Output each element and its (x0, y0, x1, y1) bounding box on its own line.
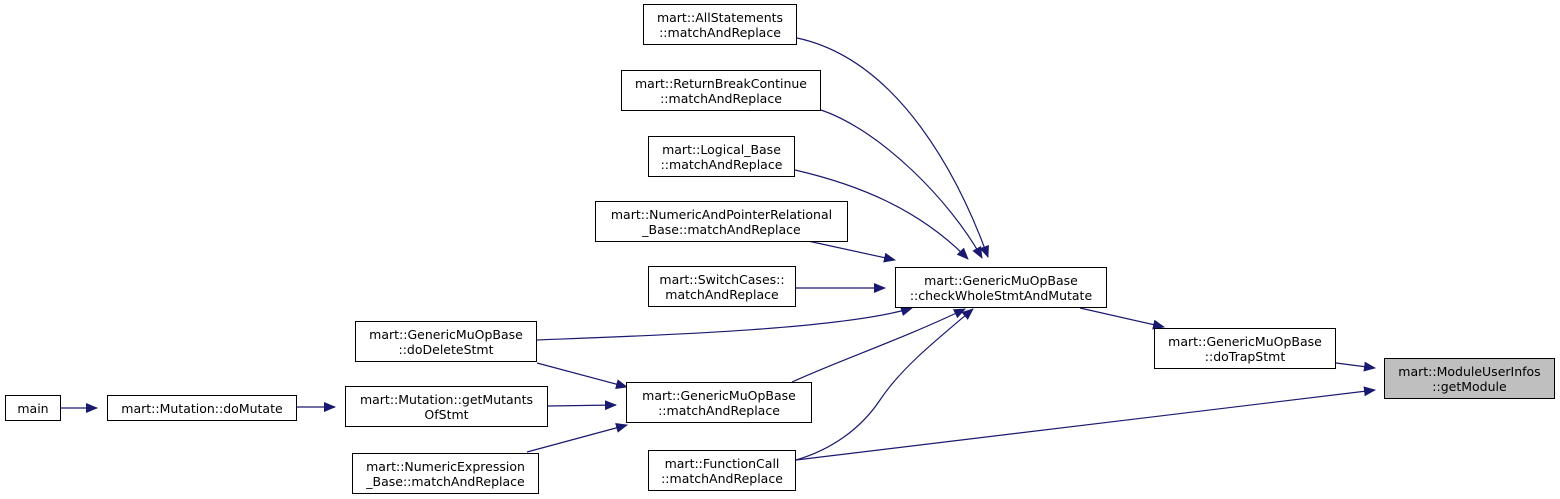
edges-layer (61, 37, 1376, 461)
node-label-line: mart::GenericMuOpBase (1168, 333, 1322, 349)
node-checkWholeStmt[interactable]: mart::GenericMuOpBase::checkWholeStmtAnd… (895, 267, 1107, 308)
node-label-line: OfStmt (424, 406, 469, 422)
node-label-line: ::doTrapStmt (1204, 348, 1286, 364)
node-label-line: _Base::matchAndReplace (366, 473, 525, 489)
edge-genericMatchAndReplace-to-doDeleteStmt (536, 362, 628, 389)
node-label-line: mart::Logical_Base (662, 141, 781, 157)
node-label-line: mart::GenericMuOpBase (642, 387, 796, 403)
node-doTrapStmt[interactable]: mart::GenericMuOpBase::doTrapStmt (1154, 328, 1336, 369)
node-label-line: ::matchAndReplace (661, 470, 783, 486)
edge-checkWholeStmt-to-functionCall (795, 308, 974, 461)
node-label-line: mart::FunctionCall (664, 455, 780, 471)
node-genericMatchAndReplace[interactable]: mart::GenericMuOpBase::matchAndReplace (626, 382, 812, 423)
node-label-line: mart::Mutation::doMutate (121, 400, 283, 416)
node-numericPointerRel[interactable]: mart::NumericAndPointerRelational_Base::… (595, 201, 848, 242)
node-label-line: _Base::matchAndReplace (642, 221, 801, 237)
node-label-line: ::getModule (1432, 378, 1507, 394)
node-logicalBase[interactable]: mart::Logical_Base::matchAndReplace (648, 136, 795, 177)
node-switchCases[interactable]: mart::SwitchCases::matchAndReplace (648, 266, 796, 307)
node-label-line: mart::GenericMuOpBase (924, 272, 1078, 288)
node-label-line: matchAndReplace (665, 286, 779, 302)
node-doMutate[interactable]: mart::Mutation::doMutate (107, 395, 297, 421)
edge-doTrapStmt-to-checkWholeStmt (1079, 307, 1165, 330)
node-label-line: mart::NumericAndPointerRelational (610, 206, 833, 222)
node-label-line: mart::ReturnBreakContinue (634, 75, 807, 91)
node-label-line: ::matchAndReplace (660, 90, 782, 106)
node-functionCall[interactable]: mart::FunctionCall::matchAndReplace (648, 450, 796, 491)
node-allStatements[interactable]: mart::AllStatements::matchAndReplace (643, 4, 797, 45)
node-doDeleteStmt[interactable]: mart::GenericMuOpBase::doDeleteStmt (355, 321, 537, 362)
edge-checkWholeStmt-to-logicalBase (794, 169, 969, 260)
edge-checkWholeStmt-to-doDeleteStmt (536, 306, 913, 341)
edge-getModule-to-doTrapStmt (1335, 361, 1376, 372)
edge-checkWholeStmt-to-genericMatchAndReplace (791, 308, 966, 383)
node-returnBreakContinue[interactable]: mart::ReturnBreakContinue::matchAndRepla… (621, 70, 821, 111)
edge-genericMatchAndReplace-to-getMutantsOfStmt (547, 400, 617, 411)
edge-genericMatchAndReplace-to-numericExpression (526, 423, 628, 453)
node-label-line: ::doDeleteStmt (398, 341, 494, 357)
node-getModule: mart::ModuleUserInfos::getModule (1384, 358, 1555, 399)
edge-getModule-to-functionCall (795, 386, 1376, 461)
node-label-line: ::matchAndReplace (660, 156, 783, 172)
node-label-line: mart::Mutation::getMutants (359, 391, 534, 407)
node-label-line: mart::NumericExpression (366, 458, 525, 474)
edge-checkWholeStmt-to-returnBreakContinue (820, 109, 983, 259)
node-numericExpression[interactable]: mart::NumericExpression_Base::matchAndRe… (352, 453, 539, 494)
node-label-line: mart::AllStatements (656, 9, 784, 25)
node-label-line: mart::SwitchCases:: (659, 271, 785, 287)
node-label-line: ::checkWholeStmtAndMutate (909, 287, 1093, 303)
node-label-line: ::matchAndReplace (658, 402, 780, 418)
node-label-line: main (17, 400, 49, 416)
node-label-line: ::matchAndReplace (659, 24, 781, 40)
edge-checkWholeStmt-to-allStatements (796, 37, 989, 258)
node-main[interactable]: main (5, 395, 61, 421)
edge-checkWholeStmt-to-numericPointerRel (807, 240, 896, 263)
node-label-line: mart::GenericMuOpBase (369, 326, 523, 342)
node-label-line: mart::ModuleUserInfos (1398, 363, 1541, 379)
